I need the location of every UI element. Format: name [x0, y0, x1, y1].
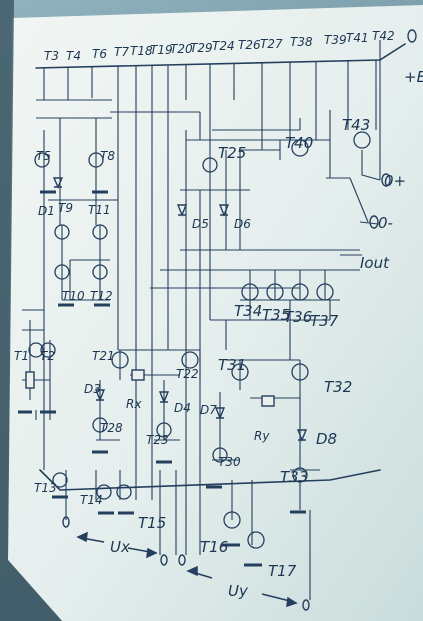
label-T24: T24 [212, 39, 235, 53]
label-T4: T4 [66, 49, 81, 63]
label-T27: T27 [260, 37, 283, 51]
label-T14: T14 [80, 493, 103, 507]
label-D3: D3 [84, 382, 101, 396]
label-T25: T25 [218, 144, 246, 162]
label-Rx: Rx [126, 397, 142, 411]
voltage-arrows [76, 531, 298, 608]
label-T39: T39 [324, 33, 347, 47]
label-T13: T13 [34, 481, 57, 495]
label-D1: D1 [38, 204, 55, 218]
label-T3: T3 [44, 49, 59, 63]
label-plus-e: +E [404, 68, 423, 86]
label-T33: T33 [280, 468, 308, 486]
label-D8: D8 [316, 430, 337, 448]
label-T17: T17 [268, 562, 297, 580]
shadow-left [0, 0, 62, 621]
label-T15: T15 [138, 514, 166, 532]
label-Ry: Ry [254, 429, 270, 443]
label-uy: Uy [228, 582, 249, 600]
label-T41: T41 [346, 31, 369, 45]
label-iout: Iout [360, 254, 390, 272]
label-T19: T19 [150, 43, 173, 57]
label-T37: T37 [310, 312, 339, 330]
label-T43: T43 [342, 116, 370, 134]
label-T12: T12 [90, 289, 113, 303]
label-T34: T34 [234, 302, 262, 320]
label-T20: T20 [170, 42, 193, 56]
component-labels: T3 T4 T6 T7 T18 T19 T20 T29 T24 T26 T27 … [14, 29, 423, 600]
label-T10: T10 [62, 289, 85, 303]
label-T29: T29 [190, 41, 213, 55]
circuit-wiring [22, 40, 406, 600]
label-T9: T9 [58, 201, 73, 215]
label-D6: D6 [234, 217, 251, 231]
label-T1: T1 [14, 349, 29, 363]
label-T32: T32 [324, 378, 352, 396]
label-D7: D7 [200, 403, 217, 417]
diode-symbols [52, 177, 308, 442]
terminal-nodes [62, 29, 417, 611]
label-T8: T8 [100, 149, 115, 163]
ground-bars [18, 190, 306, 567]
label-zero-minus: 0- [378, 214, 393, 232]
label-T23: T23 [146, 433, 169, 447]
label-T35: T35 [262, 306, 290, 324]
label-T30: T30 [218, 455, 241, 469]
label-T11: T11 [88, 203, 111, 217]
label-T36: T36 [284, 308, 312, 326]
label-T2: T2 [40, 349, 55, 363]
label-T16: T16 [200, 538, 228, 556]
label-T31: T31 [218, 356, 246, 374]
label-T42: T42 [372, 29, 395, 43]
label-T38: T38 [290, 35, 313, 49]
label-T40: T40 [285, 134, 313, 152]
label-T28: T28 [100, 421, 123, 435]
paper [8, 5, 423, 621]
label-zero-plus: 0+ [384, 172, 406, 190]
label-ux: Ux [110, 538, 130, 556]
label-T6: T6 [92, 47, 107, 61]
label-T7: T7 [114, 45, 129, 59]
transistor-bodies [28, 131, 371, 549]
label-T18: T18 [130, 44, 153, 58]
label-T26: T26 [238, 38, 261, 52]
label-T22: T22 [176, 367, 199, 381]
label-T21: T21 [92, 349, 115, 363]
label-T5: T5 [36, 149, 51, 163]
resistor-symbols [25, 369, 275, 407]
label-D4: D4 [174, 401, 191, 415]
label-D5: D5 [192, 217, 209, 231]
